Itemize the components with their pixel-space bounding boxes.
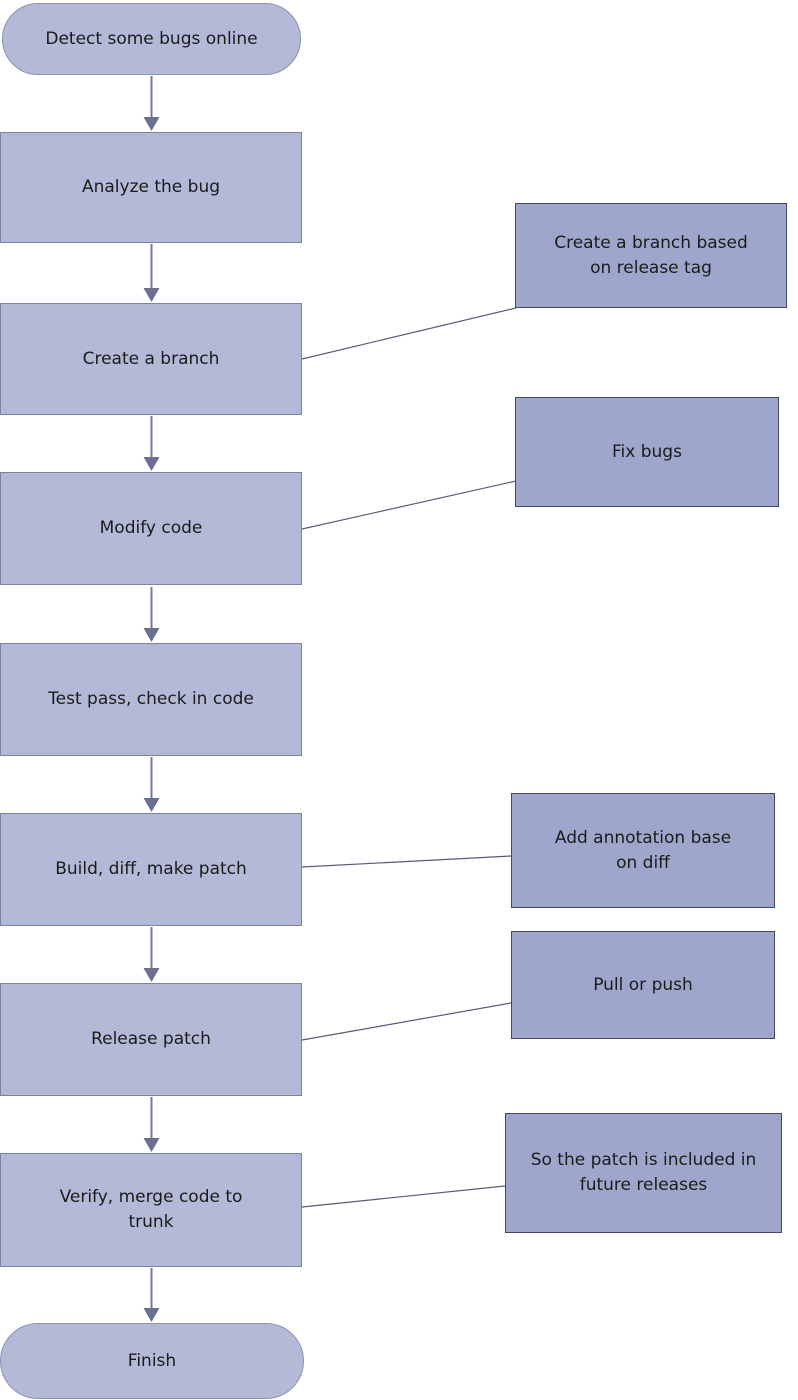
node-build-diff-patch: Build, diff, make patch — [0, 813, 302, 926]
annotation-connector — [301, 1185, 506, 1208]
node-analyze-bug-label: Analyze the bug — [81, 177, 221, 198]
annotation-pull-or-push-label: Pull or push — [593, 974, 693, 995]
node-release-patch: Release patch — [0, 983, 302, 1096]
node-finish-label: Finish — [127, 1350, 177, 1371]
annotation-patch-included-label: So the patch is included in future relea… — [530, 1150, 757, 1195]
node-verify-merge: Verify, merge code to trunk — [0, 1153, 302, 1267]
node-modify-code: Modify code — [0, 472, 302, 585]
annotation-fix-bugs: Fix bugs — [515, 397, 779, 507]
node-test-pass: Test pass, check in code — [0, 643, 302, 756]
annotation-pull-or-push: Pull or push — [511, 931, 775, 1039]
flow-arrow — [143, 244, 160, 302]
node-create-branch-label: Create a branch — [82, 348, 220, 369]
annotation-connector — [301, 855, 512, 868]
node-modify-code-label: Modify code — [99, 518, 203, 539]
annotation-connectors — [301, 307, 517, 1208]
flow-arrow — [143, 927, 160, 982]
annotation-connector — [301, 307, 517, 360]
flow-arrow — [143, 416, 160, 471]
node-verify-merge-label: Verify, merge code to trunk — [59, 1187, 243, 1232]
node-analyze-bug: Analyze the bug — [0, 132, 302, 243]
node-release-patch-label: Release patch — [91, 1029, 211, 1050]
node-build-diff-patch-label: Build, diff, make patch — [55, 859, 247, 880]
annotation-connector — [301, 1002, 512, 1041]
annotation-connector — [301, 480, 517, 530]
flow-arrow — [143, 757, 160, 812]
flow-arrow — [143, 76, 160, 131]
annotation-add-annotation: Add annotation base on diff — [511, 793, 775, 908]
annotation-create-branch-based: Create a branch based on release tag — [515, 203, 787, 308]
annotation-patch-included: So the patch is included in future relea… — [505, 1113, 782, 1233]
flow-arrows — [143, 76, 160, 1322]
node-start-label: Detect some bugs online — [45, 28, 258, 49]
annotation-fix-bugs-label: Fix bugs — [612, 441, 682, 462]
node-test-pass-label: Test pass, check in code — [48, 689, 254, 710]
annotation-add-annotation-label: Add annotation base on diff — [554, 827, 732, 873]
node-create-branch: Create a branch — [0, 303, 302, 415]
annotation-create-branch-based-label: Create a branch based on release tag — [554, 232, 748, 278]
flow-arrow — [143, 1268, 160, 1322]
flow-arrow — [143, 587, 160, 642]
node-start: Detect some bugs online — [2, 3, 301, 75]
node-finish: Finish — [0, 1323, 304, 1399]
flow-arrow — [143, 1097, 160, 1152]
